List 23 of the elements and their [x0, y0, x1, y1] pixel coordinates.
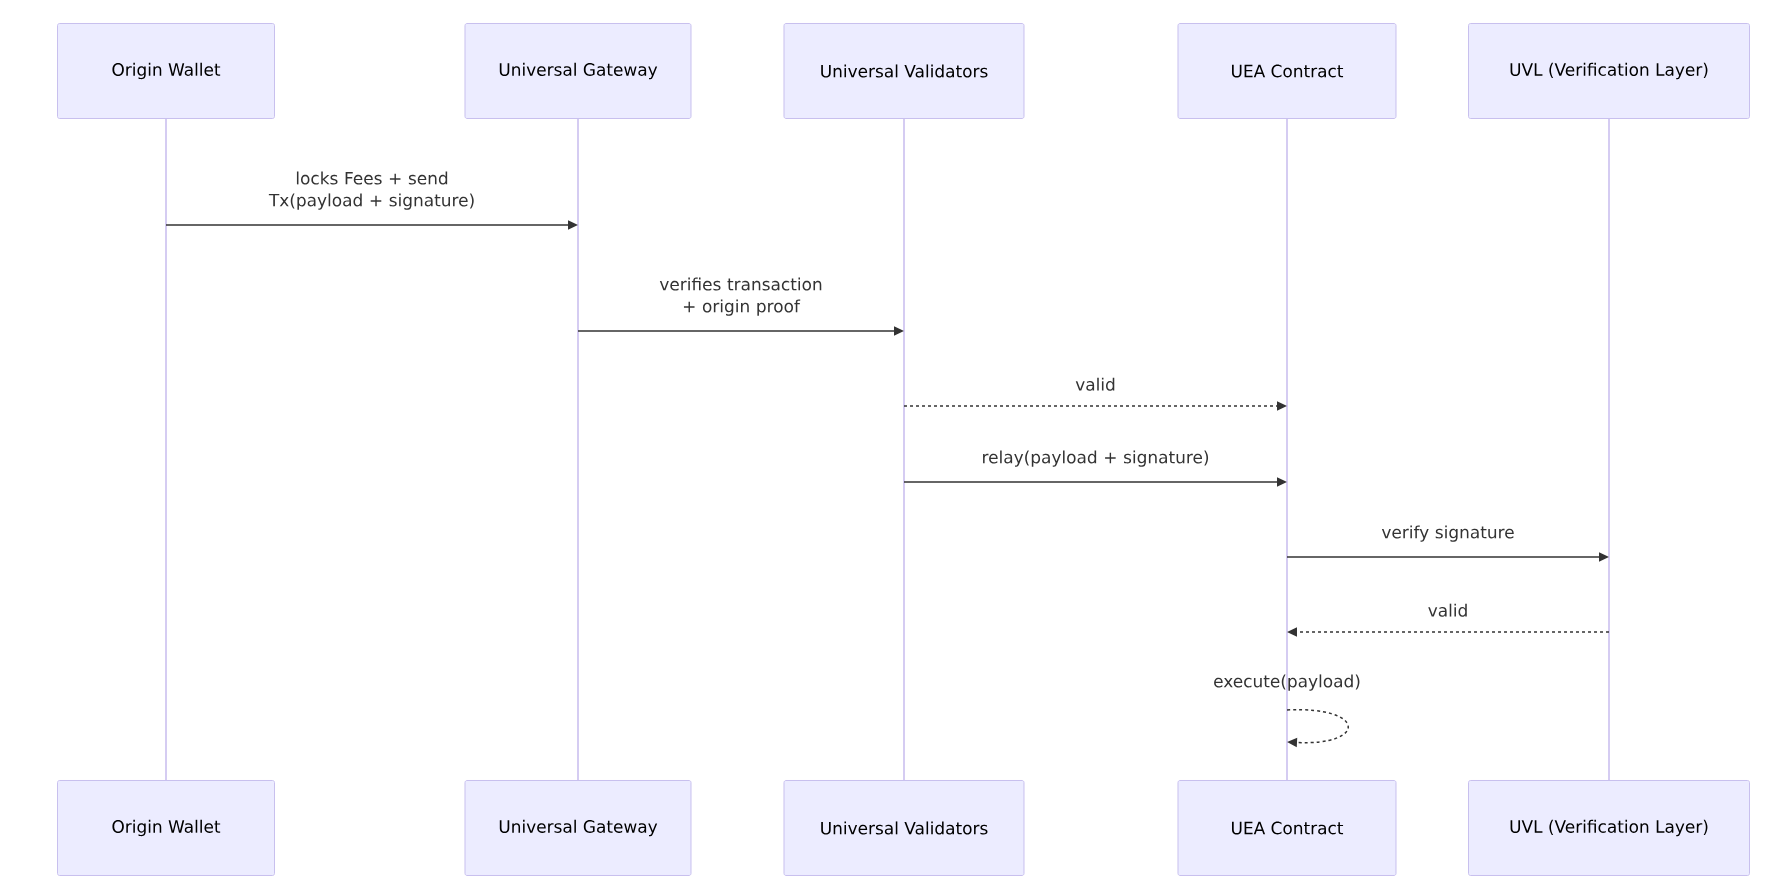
lifeline [1286, 119, 1288, 781]
participant-box: UEA Contract [1177, 780, 1397, 876]
participant-box: UEA Contract [1177, 23, 1397, 119]
participant-box: Universal Gateway [464, 780, 692, 876]
lifeline [1608, 119, 1610, 781]
message-label: relay(payload + signature) [983, 450, 1209, 467]
participant-box: UVL (Verification Layer) [1468, 23, 1750, 119]
participant-box: Origin Wallet [57, 23, 275, 119]
message-label: locks Fees + send Tx(payload + signature) [268, 171, 474, 210]
participant-box: Universal Gateway [464, 23, 692, 119]
self-arrow [1286, 709, 1349, 748]
lifeline [903, 119, 905, 781]
message-label: valid [1428, 603, 1467, 617]
participant-box: UVL (Verification Layer) [1468, 780, 1750, 876]
message-label: execute(payload) [1214, 674, 1360, 691]
lifeline [577, 119, 579, 781]
participant-box: Origin Wallet [57, 780, 275, 876]
participant-box: Universal Validators [783, 780, 1025, 876]
participant-box: Universal Validators [783, 23, 1025, 119]
lifeline [165, 119, 167, 781]
message-label: valid [1075, 377, 1115, 391]
message-label: verifies transaction + origin proof [659, 277, 822, 316]
message-label: verify signature [1381, 525, 1514, 542]
